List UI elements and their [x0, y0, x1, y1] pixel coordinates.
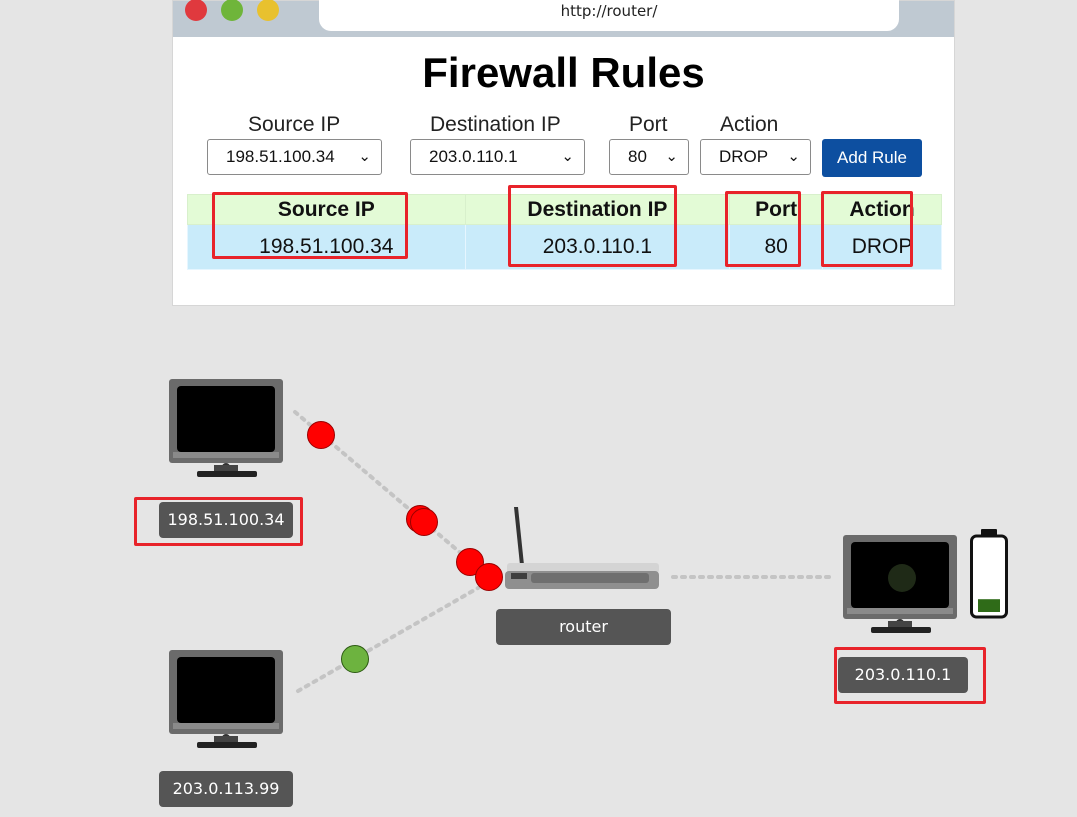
- host-label-other: 203.0.113.99: [159, 771, 293, 807]
- rules-table: Source IP Destination IP Port Action 198…: [187, 194, 942, 270]
- highlight-action-column: [821, 191, 913, 267]
- table-header-row: Source IP Destination IP Port Action: [187, 194, 942, 225]
- port-label: Port: [629, 113, 668, 136]
- destination-ip-select[interactable]: 203.0.110.1 ⌄: [410, 139, 585, 175]
- monitor-icon: [169, 650, 283, 748]
- highlight-destination-ip-column: [508, 185, 677, 267]
- highlight-port-column: [725, 191, 801, 267]
- destination-ip-selected: 203.0.110.1: [429, 147, 518, 166]
- table-header-source-ip: Source IP: [187, 194, 466, 225]
- close-window-button[interactable]: [185, 0, 207, 21]
- host-label-destination: 203.0.110.1: [838, 657, 968, 693]
- blocked-packet: [456, 548, 484, 576]
- host-label-source: 198.51.100.34: [159, 502, 293, 538]
- minimize-window-button[interactable]: [257, 0, 279, 21]
- page-title: Firewall Rules: [422, 49, 705, 96]
- chevron-down-icon: ⌄: [787, 148, 800, 165]
- source-ip-select[interactable]: 198.51.100.34 ⌄: [207, 139, 382, 175]
- browser-title-bar: http://router/: [173, 0, 954, 37]
- address-bar[interactable]: http://router/: [319, 0, 899, 31]
- allowed-packet: [341, 645, 369, 673]
- battery-icon: [970, 529, 1008, 619]
- table-header-action: Action: [822, 194, 942, 225]
- port-selected: 80: [628, 147, 647, 166]
- source-ip-label: Source IP: [248, 113, 341, 136]
- destination-ip-label: Destination IP: [430, 113, 561, 136]
- highlight-source-host-label: [134, 497, 303, 546]
- action-selected: DROP: [719, 147, 769, 166]
- monitor-icon: [169, 379, 283, 477]
- link-host2-router: [296, 586, 480, 693]
- blocked-packet: [410, 508, 438, 536]
- battery-fill: [978, 599, 1000, 612]
- table-row: 198.51.100.34 203.0.110.1 80 DROP: [187, 224, 942, 270]
- chevron-down-icon: ⌄: [665, 148, 678, 165]
- cell-action: DROP: [822, 224, 942, 270]
- cell-source-ip: 198.51.100.34: [187, 224, 466, 270]
- link-host1-router: [293, 410, 492, 580]
- chevron-down-icon: ⌄: [358, 148, 371, 165]
- action-select[interactable]: DROP ⌄: [700, 139, 811, 175]
- port-select[interactable]: 80 ⌄: [609, 139, 689, 175]
- router-label: router: [496, 609, 671, 645]
- highlight-destination-host-label: [834, 647, 986, 704]
- browser-window: http://router/ Firewall Rules Source IP …: [172, 0, 955, 306]
- highlight-source-ip-column: [212, 192, 408, 259]
- maximize-window-button[interactable]: [221, 0, 243, 21]
- blocked-packet: [307, 421, 335, 449]
- action-label: Action: [720, 113, 779, 136]
- source-ip-selected: 198.51.100.34: [226, 147, 335, 166]
- monitor-icon: [843, 535, 957, 633]
- packets-layer: [307, 421, 503, 673]
- blocked-packet: [475, 563, 503, 591]
- chevron-down-icon: ⌄: [561, 148, 574, 165]
- router-icon: [505, 507, 659, 589]
- add-rule-button[interactable]: Add Rule: [822, 139, 922, 177]
